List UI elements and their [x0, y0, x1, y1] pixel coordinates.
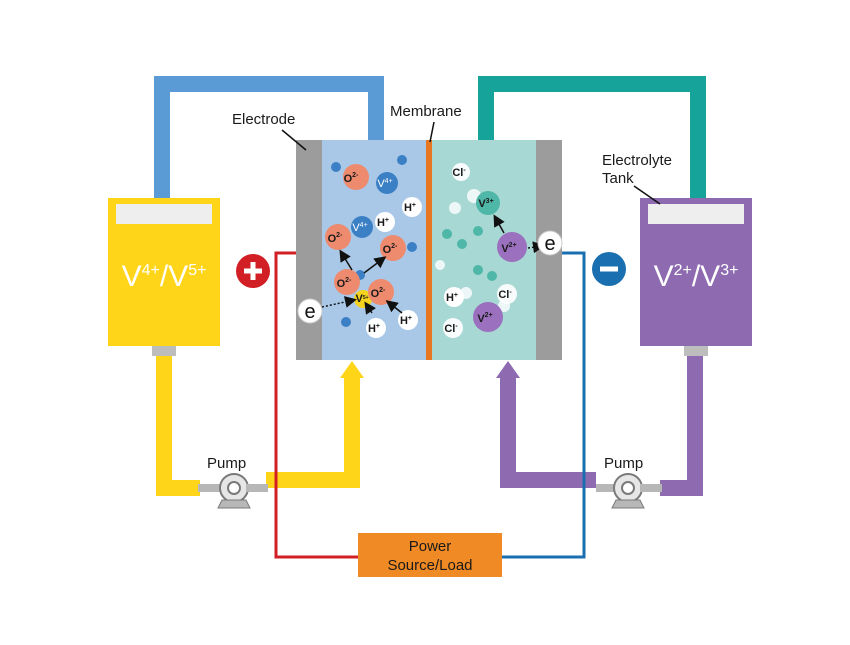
left-electrode	[296, 140, 322, 360]
svg-text:Cl-: Cl-	[444, 323, 458, 335]
electrolyte-tank-label-2: Tank	[602, 170, 634, 187]
svg-text:Power: Power	[409, 538, 452, 555]
svg-text:Cl-: Cl-	[498, 289, 512, 301]
pump-right-label: Pump	[604, 455, 643, 472]
power-source-load: Power Source/Load	[358, 533, 502, 577]
oxygen-ion: O2-	[344, 172, 359, 185]
svg-text:e: e	[544, 233, 555, 255]
negative-wire	[502, 251, 586, 559]
minus-icon	[592, 252, 626, 286]
svg-text:V4+: V4+	[377, 178, 392, 190]
positive-wire	[274, 251, 358, 559]
svg-text:V2+: V2+	[477, 312, 492, 325]
svg-text:H+: H+	[368, 323, 380, 335]
electron-left: e	[297, 298, 323, 324]
svg-text:V2+: V2+	[501, 242, 516, 255]
right-electrolyte-tank: V2+/V3+	[640, 198, 752, 356]
left-ions: O2- V4+ O2- V4+ H+ H+ O2- O2- V5+ O2- H+…	[321, 155, 422, 338]
svg-text:V3+: V3+	[478, 198, 493, 210]
membrane	[426, 140, 432, 360]
svg-text:O2-: O2-	[371, 287, 386, 300]
svg-text:O2-: O2-	[337, 277, 352, 290]
electrode-label: Electrode	[232, 111, 295, 128]
arrow-icon	[496, 361, 520, 378]
svg-text:V5+: V5+	[355, 293, 368, 305]
svg-text:H+: H+	[400, 315, 412, 327]
membrane-label: Membrane	[390, 103, 462, 120]
pump-left-label: Pump	[207, 455, 246, 472]
svg-text:H+: H+	[446, 292, 458, 304]
electron-right: e	[537, 230, 563, 256]
purple-supply-pipe	[496, 355, 703, 496]
left-tank-label: V4+/V5+	[122, 260, 207, 293]
svg-text:H+: H+	[377, 217, 389, 229]
svg-text:Source/Load: Source/Load	[387, 557, 472, 574]
svg-text:V4+: V4+	[352, 222, 367, 234]
svg-text:e: e	[304, 301, 315, 323]
svg-text:H+: H+	[404, 202, 416, 214]
right-tank-label: V2+/V3+	[654, 260, 739, 293]
svg-text:O2-: O2-	[328, 232, 343, 245]
svg-text:O2-: O2-	[383, 243, 398, 256]
right-ions: Cl- V3+ V2+ H+ Cl- Cl- V2+	[435, 163, 545, 338]
yellow-supply-pipe	[156, 355, 364, 496]
plus-icon	[236, 254, 270, 288]
electrolyte-tank-label-1: Electrolyte	[602, 152, 672, 169]
arrow-icon	[340, 361, 364, 378]
pump-icon	[198, 473, 268, 509]
left-electrolyte-tank: V4+/V5+	[108, 198, 220, 356]
svg-text:Cl-: Cl-	[452, 167, 466, 179]
pump-icon	[596, 473, 662, 509]
